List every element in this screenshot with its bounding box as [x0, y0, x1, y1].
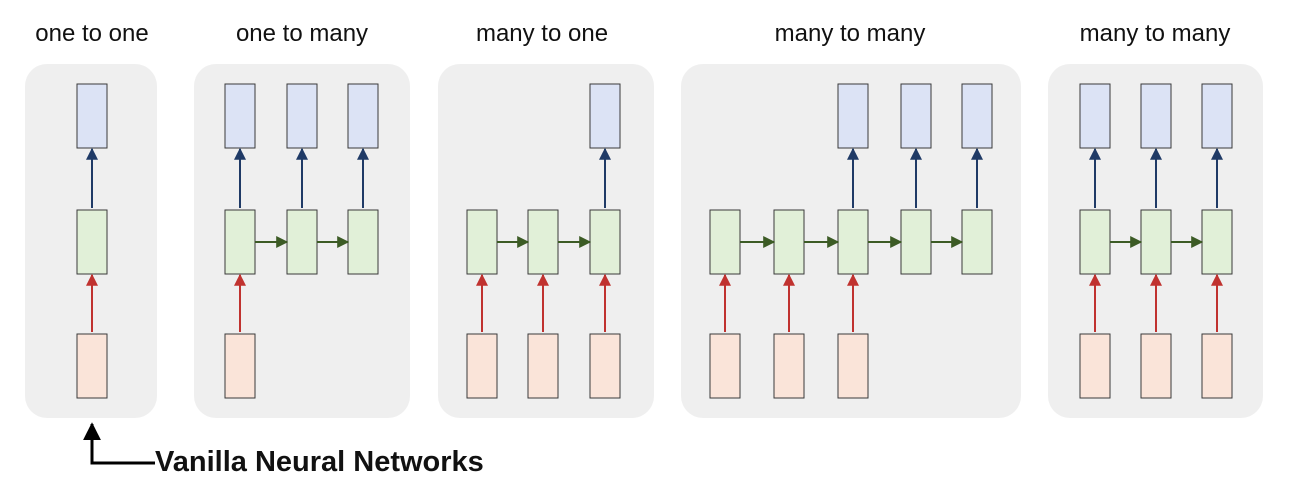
panel-4-input-box-1	[709, 333, 741, 399]
panel-2-hidden-state-3	[347, 209, 379, 275]
panel-5-hidden-state-1	[1079, 209, 1111, 275]
vanilla-neural-networks-label: Vanilla Neural Networks	[155, 446, 484, 478]
vanilla-pointer-arrow	[83, 422, 155, 465]
panel-title-many-to-one: many to one	[475, 20, 609, 47]
panel-3-output-box-3	[589, 83, 621, 149]
panel-1-hidden-state-1	[76, 209, 108, 275]
panel-3-hidden-state-3	[589, 209, 621, 275]
panel-4-input-box-3	[837, 333, 869, 399]
panel-title-one-to-many: one to many	[235, 20, 369, 47]
panel-5-hidden-state-2	[1140, 209, 1172, 275]
panel-5-input-box-2	[1140, 333, 1172, 399]
panel-title-one-to-one: one to one	[35, 20, 149, 47]
panel-4-input-box-2	[773, 333, 805, 399]
panel-2-output-box-2	[286, 83, 318, 149]
panel-4-hidden-state-3	[837, 209, 869, 275]
panel-title-many-to-many-1: many to many	[774, 20, 926, 47]
panel-4-hidden-state-4	[900, 209, 932, 275]
panel-5-output-box-3	[1201, 83, 1233, 149]
panel-5-input-box-1	[1079, 333, 1111, 399]
panel-1-input-box-1	[76, 333, 108, 399]
panel-3-input-box-3	[589, 333, 621, 399]
panel-2-hidden-state-2	[286, 209, 318, 275]
panel-2-output-box-3	[347, 83, 379, 149]
panel-2-input-box-1	[224, 333, 256, 399]
panel-3-hidden-state-2	[527, 209, 559, 275]
panel-4-output-box-4	[900, 83, 932, 149]
panel-3-hidden-state-1	[466, 209, 498, 275]
panel-5-hidden-state-3	[1201, 209, 1233, 275]
panel-2-output-box-1	[224, 83, 256, 149]
panel-3-input-box-2	[527, 333, 559, 399]
panel-title-many-to-many-2: many to many	[1079, 20, 1231, 47]
panel-2-hidden-state-1	[224, 209, 256, 275]
panel-4-hidden-state-2	[773, 209, 805, 275]
panel-4-hidden-state-5	[961, 209, 993, 275]
panel-3-input-box-1	[466, 333, 498, 399]
panel-5-output-box-1	[1079, 83, 1111, 149]
panel-1-output-box-1	[76, 83, 108, 149]
panel-4-hidden-state-1	[709, 209, 741, 275]
panel-5-output-box-2	[1140, 83, 1172, 149]
panel-4-output-box-5	[961, 83, 993, 149]
panel-4-output-box-3	[837, 83, 869, 149]
panel-5-input-box-3	[1201, 333, 1233, 399]
